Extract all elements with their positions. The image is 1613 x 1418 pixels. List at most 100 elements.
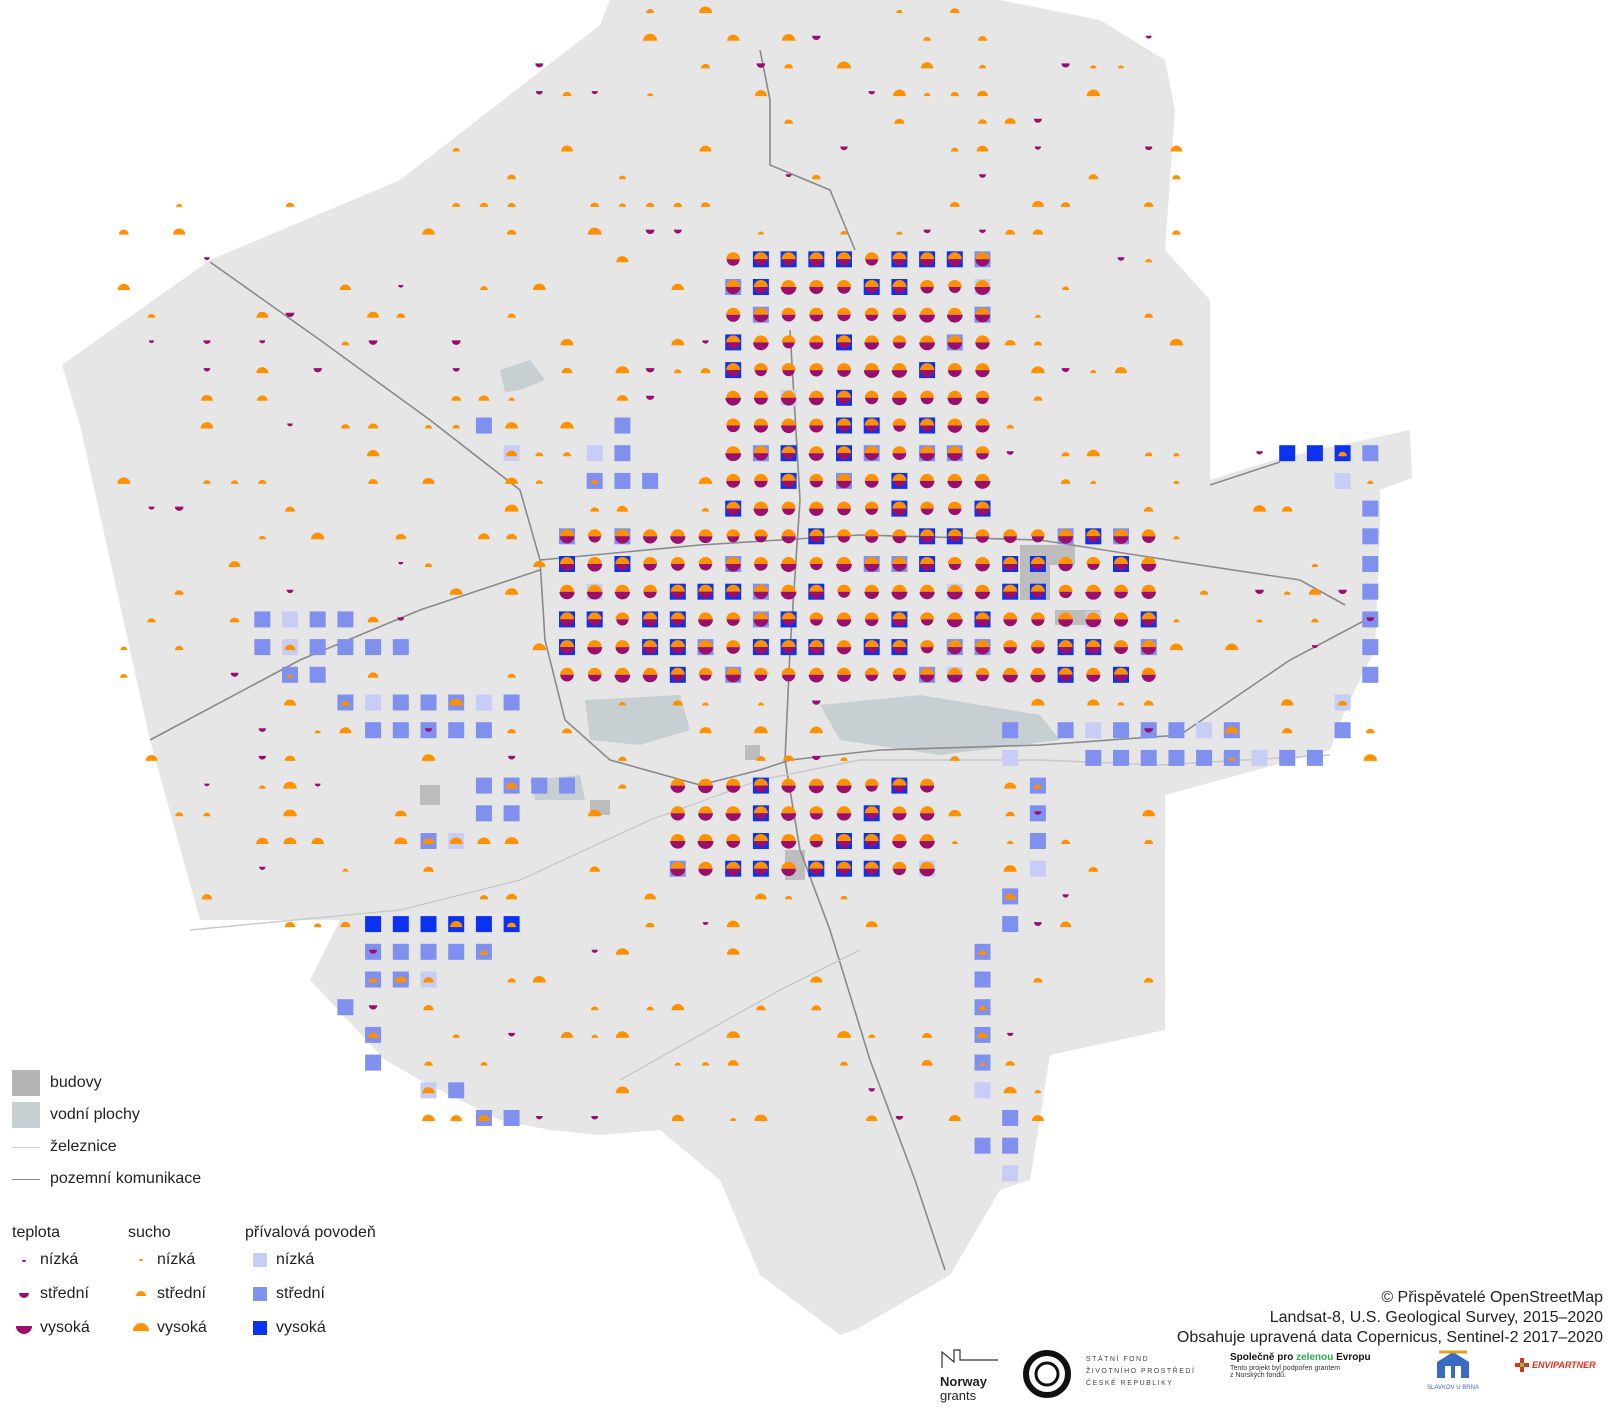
- temperature-marker: [782, 453, 795, 460]
- drought-marker: [864, 363, 879, 371]
- drought-marker: [670, 584, 685, 592]
- drought-marker: [920, 335, 935, 343]
- drought-marker: [1311, 563, 1319, 567]
- drought-marker: [753, 834, 768, 841]
- temperature-marker: [1145, 146, 1153, 151]
- drought-marker: [1086, 612, 1101, 620]
- drought-marker: [1086, 557, 1101, 564]
- drought-marker: [783, 755, 795, 761]
- drought-marker: [1367, 480, 1374, 484]
- flood-cell: [254, 611, 271, 628]
- temperature-marker: [753, 647, 768, 655]
- drought-marker: [1034, 1089, 1042, 1094]
- drought-marker: [505, 422, 519, 429]
- drought-marker: [560, 612, 574, 620]
- drought-marker: [618, 701, 626, 706]
- temperature-marker: [726, 370, 740, 377]
- drought-marker: [450, 1115, 463, 1121]
- temperature-marker: [837, 508, 851, 516]
- flood-cell: [1002, 1165, 1019, 1182]
- drought-marker: [670, 806, 685, 814]
- drought-marker: [837, 307, 852, 315]
- drought-marker: [809, 806, 824, 814]
- temperature-marker: [726, 647, 740, 654]
- drought-marker: [422, 228, 435, 235]
- drought-marker: [837, 667, 852, 675]
- temperature-marker: [837, 287, 851, 294]
- legend-drought-low-label: nízká: [157, 1251, 196, 1268]
- drought-marker: [892, 446, 907, 454]
- drought-marker: [670, 612, 685, 620]
- drought-marker: [699, 145, 712, 152]
- drought-marker: [616, 505, 629, 512]
- flood-cell: [1168, 722, 1185, 739]
- drought-marker: [339, 727, 352, 734]
- drought-marker: [535, 480, 543, 484]
- drought-marker: [1030, 640, 1045, 648]
- flood-cell: [1334, 472, 1351, 489]
- drought-marker: [1283, 591, 1291, 595]
- drought-marker: [283, 781, 297, 789]
- drought-marker: [532, 283, 546, 290]
- drought-marker: [479, 950, 489, 955]
- flood-cell: [1140, 749, 1157, 766]
- drought-marker: [256, 311, 269, 318]
- drought-marker: [587, 557, 602, 564]
- temperature-marker: [702, 340, 709, 344]
- drought-marker: [781, 557, 796, 564]
- temperature-marker: [919, 314, 935, 323]
- drought-marker: [643, 640, 658, 648]
- drought-marker: [117, 283, 130, 290]
- drought-marker: [757, 702, 764, 706]
- temperature-marker: [753, 508, 769, 517]
- temperature-marker: [670, 868, 686, 877]
- temperature-marker: [1033, 922, 1042, 927]
- drought-marker: [1114, 557, 1128, 564]
- drought-marker: [615, 1031, 629, 1038]
- drought-marker: [314, 730, 321, 734]
- temperature-marker: [974, 287, 991, 295]
- temperature-marker: [754, 564, 768, 571]
- flood-cell: [309, 666, 326, 683]
- temperature-marker: [780, 287, 797, 295]
- drought-marker: [1086, 640, 1101, 648]
- drought-marker: [1141, 612, 1156, 620]
- drought-marker: [781, 280, 796, 287]
- temperature-marker: [1086, 647, 1101, 654]
- flood-cell: [420, 943, 437, 960]
- drought-marker: [837, 861, 852, 869]
- temperature-marker: [808, 453, 824, 461]
- drought-marker: [367, 672, 379, 678]
- drought-marker: [1004, 893, 1016, 900]
- drought-marker: [809, 418, 824, 426]
- temperature-marker: [836, 480, 852, 489]
- drought-marker: [560, 1031, 574, 1038]
- temperature-marker: [591, 91, 598, 95]
- drought-marker: [200, 394, 213, 401]
- drought-marker: [1088, 866, 1099, 872]
- drought-marker: [560, 421, 574, 429]
- drought-marker: [781, 529, 796, 537]
- temperature-marker: [892, 536, 907, 544]
- temperature-marker: [809, 259, 824, 267]
- railway-swatch: [12, 1146, 40, 1148]
- temperature-marker: [753, 397, 768, 405]
- drought-marker: [726, 584, 741, 592]
- drought-marker: [868, 1034, 876, 1038]
- drought-marker: [532, 975, 546, 983]
- drought-marker: [1173, 619, 1180, 623]
- temperature-marker: [923, 229, 931, 234]
- drought-marker: [947, 640, 962, 648]
- drought-marker: [1141, 529, 1156, 537]
- temperature-marker: [1058, 564, 1073, 572]
- drought-marker: [1363, 754, 1378, 761]
- half-circle-icon: [133, 1323, 149, 1331]
- drought-marker: [948, 809, 962, 817]
- temperature-marker: [809, 647, 824, 655]
- drought-marker: [698, 477, 713, 484]
- flood-cell: [392, 639, 409, 656]
- temperature-marker: [204, 783, 210, 787]
- temperature-marker: [1006, 451, 1014, 455]
- drought-marker: [837, 390, 852, 398]
- temperature-marker: [837, 370, 851, 377]
